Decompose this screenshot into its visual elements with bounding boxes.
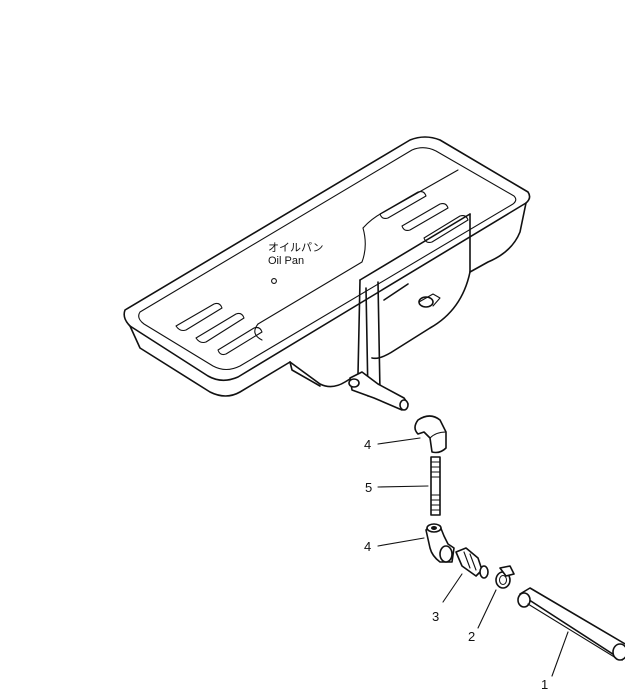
callout-leaders [377, 437, 569, 677]
elbow-upper [414, 415, 447, 454]
elbow-lower [425, 523, 455, 563]
pan-label-en: Oil Pan [268, 255, 304, 267]
callout-elbow-lower: 4 [364, 539, 371, 554]
connector [455, 547, 489, 579]
hose [517, 587, 625, 661]
oil-pan [123, 136, 531, 411]
callout-hose: 1 [541, 677, 548, 689]
clamp [495, 565, 515, 589]
callout-elbow-upper: 4 [364, 437, 371, 452]
callout-clamp: 2 [468, 629, 475, 644]
pan-label-jp: オイルパン [268, 241, 324, 254]
nipple-pipe [430, 456, 441, 516]
callout-pipe: 5 [365, 480, 372, 495]
callout-connector: 3 [432, 609, 439, 624]
